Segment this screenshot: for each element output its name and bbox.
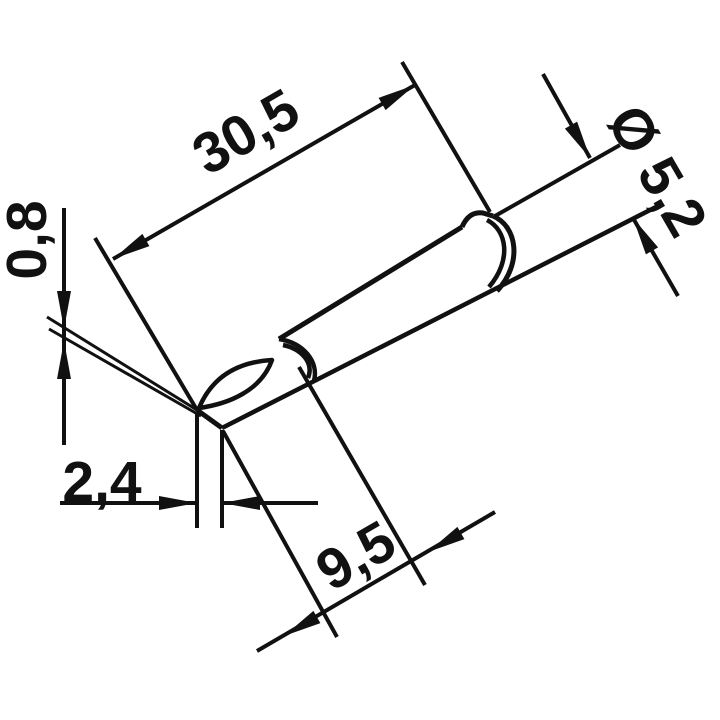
taper-start-arc-inner — [282, 342, 312, 379]
diameter-label: Ø 5,2 — [594, 95, 719, 248]
edge-width-label: 2,4 — [62, 450, 142, 514]
taper-start-arc-outer — [278, 336, 318, 382]
arrowhead-down-icon — [564, 121, 590, 158]
edge-thickness-extension-lower — [48, 327, 202, 418]
edge-thickness-extension-upper — [46, 315, 198, 412]
overall-length-extension-left — [93, 236, 199, 412]
arrowhead-left-icon — [284, 610, 321, 636]
dimension-chamfer-length: 9,5 — [221, 365, 497, 653]
shaft-top-edge — [277, 224, 464, 342]
edge-thickness-label: 0,8 — [0, 200, 59, 279]
arrowhead-inner-icon — [428, 526, 465, 552]
collar-end-face-inner-arc — [485, 217, 507, 289]
dimension-diameter: Ø 5,2 — [494, 73, 720, 297]
dimension-edge-thickness: 0,8 — [0, 200, 202, 445]
arrowhead-up-icon — [633, 218, 659, 255]
dimension-overall-length: 30,5 — [93, 60, 492, 412]
arrowhead-right-icon — [378, 85, 415, 111]
overall-length-label: 30,5 — [182, 77, 310, 188]
overall-length-extension-right — [400, 60, 492, 214]
arrowhead-down-icon — [57, 291, 71, 329]
chamfer-extension-left — [221, 430, 339, 638]
collar-shoulder-arc — [459, 210, 494, 229]
tip-body — [195, 203, 660, 431]
tip-cutting-edge — [195, 407, 224, 431]
diameter-extension-upper — [494, 143, 621, 218]
shaft-bottom-edge-and-diameter-extension — [220, 203, 660, 431]
collar-end-face-outer-arc — [491, 213, 517, 293]
overall-length-dimension-line — [112, 83, 416, 261]
dimension-edge-width: 2,4 — [60, 412, 318, 528]
arrowhead-left-icon — [222, 496, 260, 510]
arrowhead-up-icon — [57, 341, 71, 379]
tip-chamfer-face — [196, 357, 275, 411]
arrowhead-right-icon — [159, 496, 197, 510]
arrowhead-left-icon — [113, 233, 150, 259]
chamfer-extension-right — [297, 365, 427, 587]
